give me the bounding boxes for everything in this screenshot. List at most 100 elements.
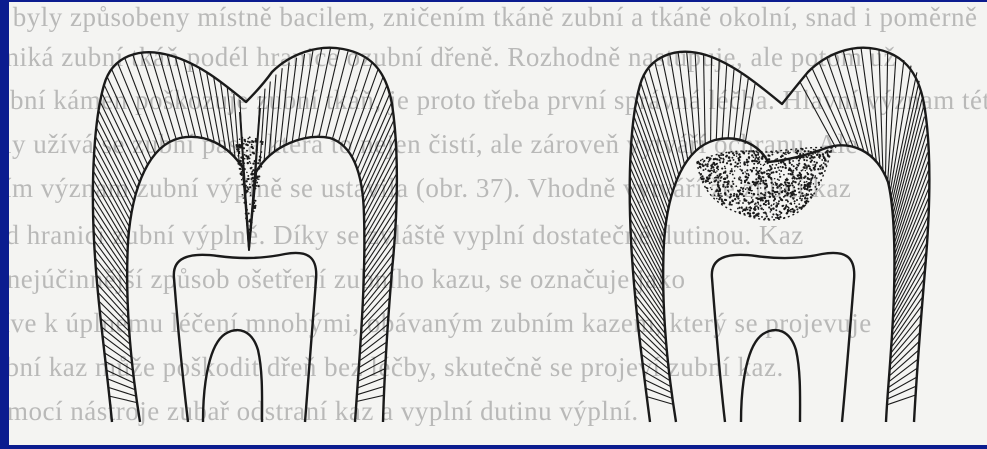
caries-dot [756,205,758,207]
caries-dot [801,188,803,190]
enamel-hatch-line [704,54,706,144]
caries-dot [742,202,744,204]
tooth-left-pulp-inner [203,330,262,422]
caries-dot [722,184,724,186]
caries-dot [731,204,733,206]
caries-dot [255,179,257,181]
caries-dot [774,191,776,193]
caries-dot [788,173,790,175]
caries-dot [729,204,731,206]
caries-dot [785,204,787,206]
caries-dot [780,212,782,214]
caries-dot [716,198,718,200]
caries-dot [759,176,761,178]
enamel-hatch-line [100,310,130,338]
caries-dot [765,212,766,213]
enamel-hatch-line [365,209,396,258]
caries-dot [792,184,794,186]
caries-dot [790,195,792,197]
caries-dot [779,185,781,187]
caries-dot [793,165,795,167]
caries-dot [760,164,762,166]
caries-dot [249,203,251,205]
caries-dot [796,169,798,171]
caries-dot [807,156,809,158]
caries-dot [765,192,767,194]
caries-dot [783,185,785,187]
caries-dot [249,154,251,156]
enamel-hatch-line [645,380,672,393]
caries-dot [816,162,818,164]
caries-dot [738,207,740,209]
enamel-hatch-line [894,188,928,272]
enamel-hatch-line [630,167,664,244]
caries-dot [816,177,818,179]
caries-dot [735,161,737,163]
caries-dot [790,211,792,213]
caries-dot [825,151,827,153]
caries-dot [716,189,718,191]
caries-dot [758,177,761,180]
caries-dot [251,144,253,146]
caries-dot [796,178,798,180]
tooth-right-pulp-inner [741,330,800,422]
caries-dot [730,163,732,165]
caries-dot [252,141,254,143]
caries-dot [724,199,726,201]
caries-dot [726,186,728,188]
caries-dot [713,162,716,165]
caries-dot [742,211,743,212]
caries-dot [765,179,767,181]
caries-dot [726,162,728,164]
caries-dot [718,154,720,156]
caries-dot [798,191,800,193]
caries-dot [782,166,784,168]
caries-dot [241,179,243,181]
caries-dot [725,155,727,157]
caries-dot [260,141,262,143]
caries-dot [813,149,815,151]
caries-dot [760,168,762,170]
caries-dot [243,186,244,187]
caries-dot [793,198,794,199]
caries-dot [733,195,735,197]
caries-dot [757,160,759,162]
caries-dot [810,183,812,185]
enamel-hatch-line [141,53,170,142]
caries-dot [247,138,249,140]
caries-dot [789,152,791,154]
enamel-hatch-line [105,362,133,377]
caries-dot [242,194,244,196]
caries-dot [805,185,807,187]
tooth-left-outer [93,48,397,422]
caries-dot [257,185,259,187]
caries-dot [710,170,712,172]
caries-dot [254,188,256,190]
caries-dot [747,161,748,162]
caries-dot [240,163,242,165]
caries-dot [821,159,823,161]
caries-dot [817,152,819,154]
caries-dot [758,203,759,204]
enamel-hatch-line [820,63,853,145]
enamel-hatch-line [827,58,858,147]
caries-dot [731,200,734,203]
caries-dot [251,146,254,149]
caries-dot [729,196,731,198]
enamel-hatch-line [716,61,719,140]
caries-dot [737,208,739,210]
caries-dot [253,189,255,191]
caries-dot [766,215,768,217]
caries-dot [813,183,814,184]
caries-dot [797,209,799,211]
enamel-hatch-line [150,52,176,139]
caries-dot [772,195,773,196]
caries-dot [706,187,708,189]
caries-dot [261,143,263,145]
caries-dot [792,178,794,180]
caries-dot [752,200,754,202]
caries-dot [790,192,792,194]
caries-dot [731,157,733,159]
caries-dot [766,186,768,188]
caries-dot [717,169,719,171]
